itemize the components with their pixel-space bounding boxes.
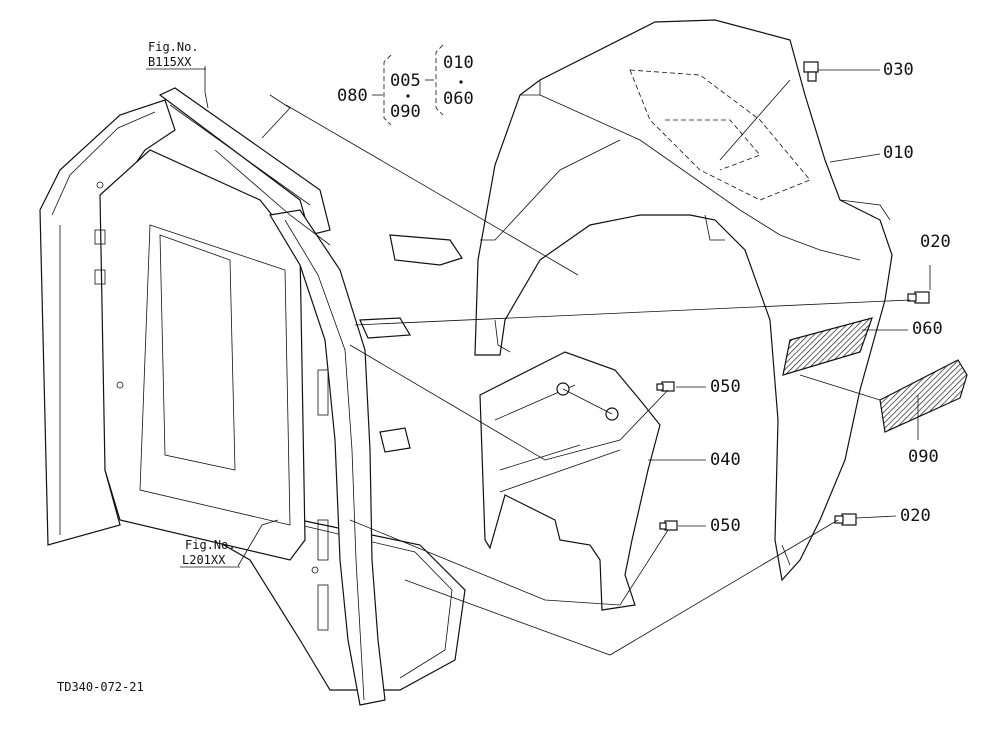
kit-bracket-group: 080 005 090 010 060 bbox=[337, 44, 474, 126]
callout-020-lower: 020 bbox=[900, 506, 931, 526]
fig-ref-top-code: B115XX bbox=[148, 55, 192, 69]
callout-030: 030 bbox=[883, 60, 914, 80]
fig-ref-bottom-code: L201XX bbox=[182, 553, 226, 567]
callout-060: 060 bbox=[912, 319, 943, 339]
callout-leaders bbox=[204, 66, 931, 567]
kit-005-label: 005 bbox=[390, 71, 421, 91]
callout-040: 040 bbox=[710, 450, 741, 470]
decal-060 bbox=[782, 317, 873, 376]
bolt-020-upper-icon bbox=[907, 291, 930, 304]
drawing-id: TD340-072-21 bbox=[57, 680, 144, 694]
assembly-leaders bbox=[285, 79, 911, 656]
callout-020-upper: 020 bbox=[920, 232, 951, 252]
bolt-050-upper-icon bbox=[656, 381, 675, 392]
callout-050-lower: 050 bbox=[710, 516, 741, 536]
callout-010: 010 bbox=[883, 143, 914, 163]
fig-ref-top-prefix: Fig.No. bbox=[148, 40, 199, 54]
callout-050-upper: 050 bbox=[710, 377, 741, 397]
fig-ref-bottom-prefix: Fig.No. bbox=[185, 538, 236, 552]
inner-panel-040 bbox=[479, 351, 661, 611]
bolt-050-lower-icon bbox=[659, 520, 678, 531]
callout-090: 090 bbox=[908, 447, 939, 467]
hood-shell-010 bbox=[474, 19, 893, 582]
kit-010-label: 010 bbox=[443, 53, 474, 73]
bolt-030-icon bbox=[803, 61, 819, 82]
kit-090-label: 090 bbox=[390, 102, 421, 122]
kit-060-label: 060 bbox=[443, 89, 474, 109]
kit-080-label: 080 bbox=[337, 86, 368, 106]
decal-090 bbox=[879, 359, 968, 433]
frame-assembly bbox=[39, 87, 466, 706]
bolt-020-lower-icon bbox=[834, 513, 857, 526]
